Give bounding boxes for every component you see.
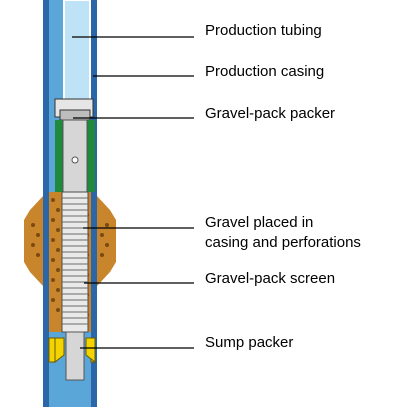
gravel-pack-screen [61, 191, 89, 333]
callout-lines [72, 36, 194, 349]
sump-packer [48, 337, 97, 364]
label-production-tubing: Production tubing [205, 22, 322, 39]
perforation-gravel [24, 196, 116, 286]
label-gravel-pack-screen: Gravel-pack screen [205, 270, 336, 287]
label-production-casing: Production casing [205, 63, 325, 80]
packer-mandrel [62, 119, 88, 193]
tail-pipe [65, 331, 85, 381]
label-gravel-pack-packer: Gravel-pack packer [205, 105, 336, 122]
label-gravel-placed-line1: Gravel placed in [205, 214, 314, 231]
label-gravel-placed-line2: casing and perforations [205, 234, 361, 251]
production-tubing [63, 0, 91, 101]
label-sump-packer: Sump packer [205, 334, 294, 351]
screen-wraps [62, 197, 88, 325]
packer-port [71, 156, 79, 164]
